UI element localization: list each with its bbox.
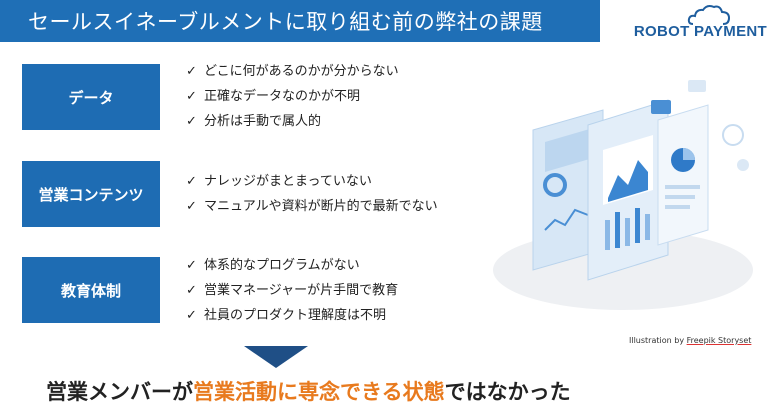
down-arrow-icon	[244, 346, 308, 368]
illustration-credit: Illustration by Freepik Storyset	[629, 336, 752, 345]
list-item: ✓ナレッジがまとまっていない	[186, 169, 438, 194]
check-icon: ✓	[186, 114, 197, 129]
data-issue-list: ✓どこに何があるのかが分からない ✓正確なデータなのかが不明 ✓分析は手動で属人…	[186, 59, 399, 134]
list-item: ✓マニュアルや資料が断片的で最新でない	[186, 194, 438, 219]
check-icon: ✓	[186, 199, 197, 214]
conclusion-highlight: 営業活動に専念できる状態	[193, 380, 445, 404]
category-education: 教育体制	[22, 257, 160, 323]
company-logo: ROBOT PAYMENT	[617, 5, 767, 42]
list-item: ✓体系的なプログラムがない	[186, 253, 398, 278]
list-item: ✓正確なデータなのかが不明	[186, 84, 399, 109]
list-item: ✓社員のプロダクト理解度は不明	[186, 303, 398, 328]
check-icon: ✓	[186, 258, 197, 273]
list-item: ✓営業マネージャーが片手間で教育	[186, 278, 398, 303]
check-icon: ✓	[186, 174, 197, 189]
page-title: セールスイネーブルメントに取り組む前の弊社の課題	[28, 10, 543, 34]
check-icon: ✓	[186, 64, 197, 79]
cloud-icon	[687, 5, 731, 25]
education-issue-list: ✓体系的なプログラムがない ✓営業マネージャーが片手間で教育 ✓社員のプロダクト…	[186, 253, 398, 328]
list-item: ✓どこに何があるのかが分からない	[186, 59, 399, 84]
logo-text: ROBOT PAYMENT	[633, 23, 767, 40]
content-issue-list: ✓ナレッジがまとまっていない ✓マニュアルや資料が断片的で最新でない	[186, 169, 438, 219]
list-item: ✓分析は手動で属人的	[186, 109, 399, 134]
title-bar: セールスイネーブルメントに取り組む前の弊社の課題	[0, 0, 600, 42]
dashboard-illustration	[493, 80, 753, 310]
check-icon: ✓	[186, 283, 197, 298]
category-data: データ	[22, 64, 160, 130]
check-icon: ✓	[186, 89, 197, 104]
conclusion-text: 営業メンバーが営業活動に専念できる状態ではなかった	[46, 380, 571, 404]
check-icon: ✓	[186, 308, 197, 323]
category-sales-content: 営業コンテンツ	[22, 161, 160, 227]
